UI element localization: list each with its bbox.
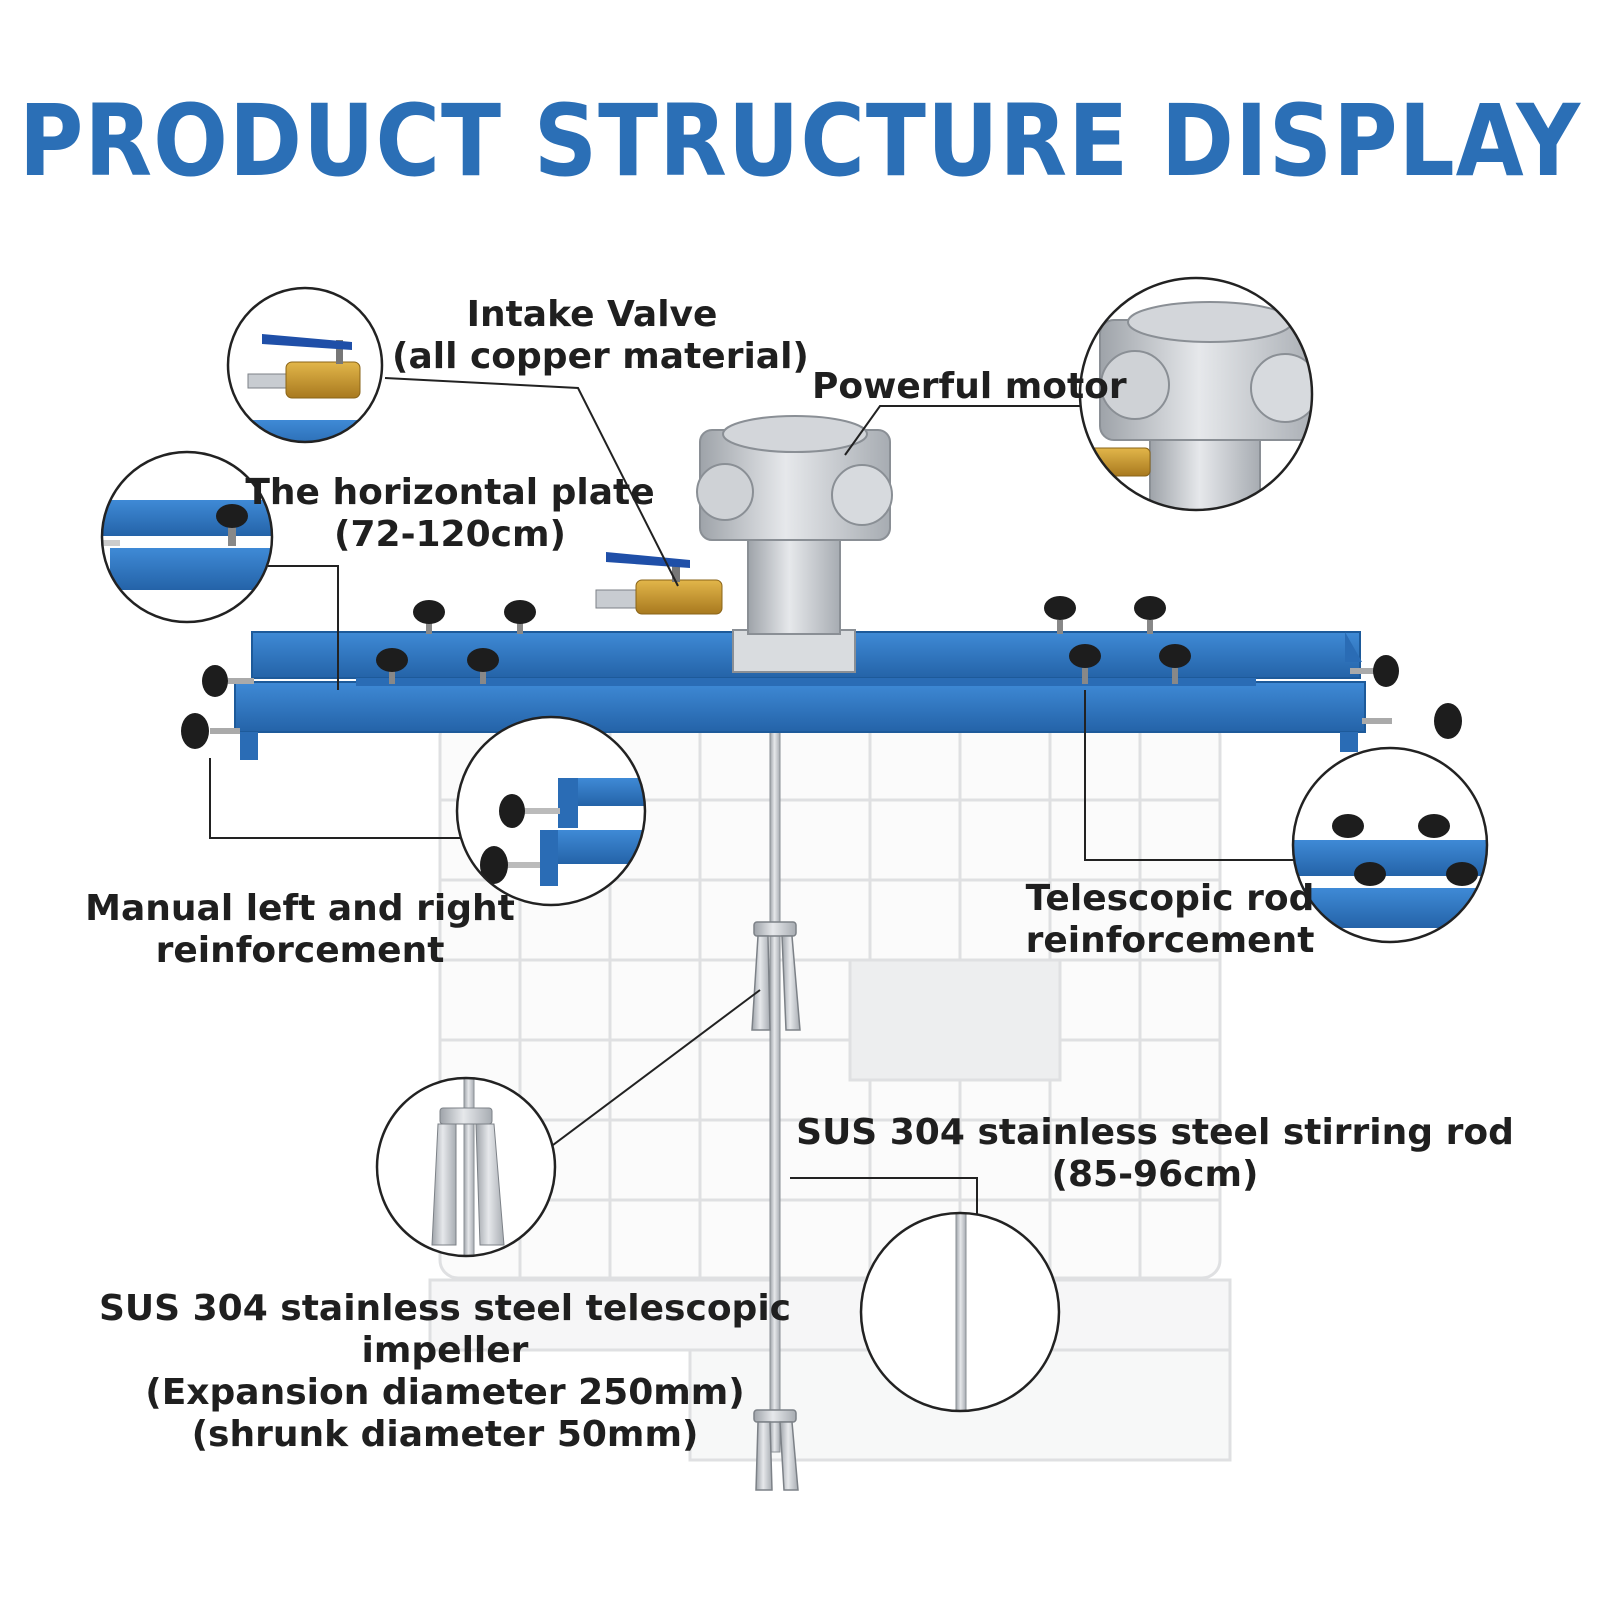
callout-intake-valve (226, 286, 384, 444)
valve-handle (606, 552, 690, 568)
knob (1069, 644, 1101, 684)
ibc-cage-horizontals (440, 798, 1220, 1202)
label-telescopic-rod-line2: reinforcement (1025, 920, 1315, 961)
label-telescopic-rod: Telescopic rod reinforcement (1020, 878, 1320, 962)
label-manual-reinforcement-line2: reinforcement (155, 930, 445, 971)
label-impeller-line2: impeller (361, 1330, 529, 1371)
knob (413, 600, 445, 634)
pneumatic-motor (696, 415, 893, 673)
motor-neck (747, 529, 841, 635)
motor-port-right (831, 464, 893, 526)
callout-horizontal-plate (100, 450, 274, 624)
upper-impeller (751, 921, 801, 1031)
knob (504, 600, 536, 634)
leader-motor (844, 405, 1085, 456)
label-impeller-line1: SUS 304 stainless steel telescopic (98, 1288, 791, 1329)
left-end-hook (240, 732, 258, 760)
label-stirring-rod-line1: SUS 304 stainless steel stirring rod (796, 1112, 1514, 1153)
motor-top (722, 415, 868, 453)
motor-port-left (696, 463, 754, 521)
front-bar (234, 681, 1366, 733)
label-telescopic-rod-line1: Telescopic rod (1025, 878, 1315, 919)
label-impeller-line3: (Expansion diameter 250mm) (145, 1372, 745, 1413)
side-knob (1350, 655, 1399, 687)
label-intake-valve-line2: (all copper material) (392, 336, 809, 377)
callout-motor (1078, 276, 1314, 512)
label-manual-reinforcement: Manual left and right reinforcement (80, 888, 520, 972)
knob (1044, 596, 1076, 634)
callout-stirring-rod (859, 1211, 1061, 1413)
frame-knobs (181, 596, 1462, 749)
side-knob (181, 713, 240, 749)
side-knob (1362, 703, 1462, 739)
label-impeller: SUS 304 stainless steel telescopic impel… (95, 1288, 795, 1456)
knob (467, 648, 499, 684)
callout-telescopic-rod (1291, 746, 1489, 944)
leader-manual-reinforcement (209, 758, 461, 839)
leader-telescopic-rod (1084, 690, 1295, 861)
intake-valve (595, 552, 723, 615)
label-horizontal-plate-line2: (72-120cm) (334, 514, 566, 555)
label-intake-valve-line1: Intake Valve (466, 294, 718, 335)
callout-impeller (375, 1076, 557, 1258)
label-impeller-line4: (shrunk diameter 50mm) (191, 1414, 699, 1455)
page-title: PRODUCT STRUCTURE DISPLAY (18, 83, 1582, 199)
label-powerful-motor-line1: Powerful motor (812, 366, 1127, 407)
leader-lines (209, 377, 1295, 1245)
ibc-cage-verticals (518, 725, 1142, 1280)
label-stirring-rod: SUS 304 stainless steel stirring rod (85… (795, 1112, 1515, 1196)
side-knob (202, 665, 254, 697)
knob (376, 648, 408, 684)
label-horizontal-plate: The horizontal plate (72-120cm) (240, 472, 660, 556)
right-back-hook (1345, 632, 1362, 662)
motor-base-plate (732, 629, 856, 673)
leader-intake-valve (384, 377, 679, 587)
label-manual-reinforcement-line1: Manual left and right (85, 888, 515, 929)
leader-horizontal-plate (268, 565, 339, 690)
valve-handle-stem (672, 560, 680, 582)
label-horizontal-plate-line1: The horizontal plate (245, 472, 655, 513)
leader-impeller (552, 989, 761, 1146)
label-stirring-rod-line2: (85-96cm) (1051, 1154, 1259, 1195)
front-bar-inner-sleeve (356, 678, 1256, 686)
valve-body (635, 579, 723, 615)
right-end-hook (1340, 732, 1358, 752)
ibc-label-panel (848, 958, 1062, 1082)
lower-impeller (753, 1409, 799, 1491)
knob (1159, 644, 1191, 684)
knob (1134, 596, 1166, 634)
label-powerful-motor: Powerful motor (812, 366, 1127, 408)
label-intake-valve: Intake Valve (all copper material) (392, 294, 809, 378)
ibc-pallet (428, 1278, 1232, 1352)
valve-fitting (595, 589, 639, 609)
callout-manual-reinforcement (455, 715, 647, 907)
